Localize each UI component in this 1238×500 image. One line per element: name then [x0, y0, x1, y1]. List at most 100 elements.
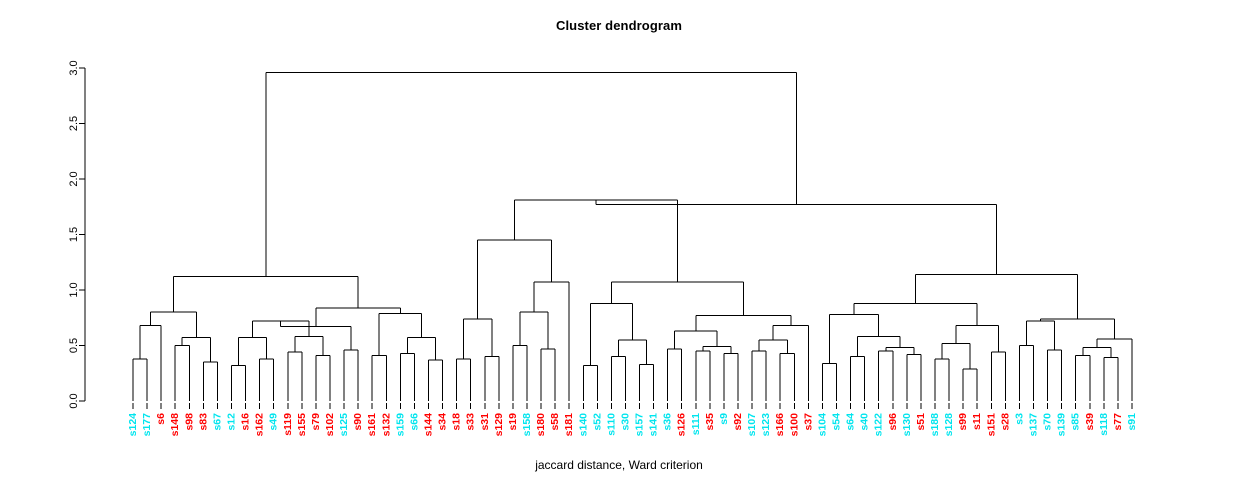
leaf-label: s188: [929, 413, 941, 437]
y-axis-tick-label: 0.0: [68, 393, 80, 408]
leaf-label: s18: [451, 413, 463, 431]
leaf-label: s3: [1013, 413, 1025, 425]
dendrogram-merge: [181, 337, 211, 363]
dendrogram-merge: [667, 348, 683, 401]
dendrogram-merge: [540, 348, 556, 401]
dendrogram-merge: [1075, 354, 1091, 401]
dendrogram-merge: [378, 312, 422, 356]
dendrogram-merge: [399, 352, 415, 401]
leaf-label: s177: [141, 413, 153, 437]
dendrogram-merge: [1047, 349, 1063, 401]
leaf-label: s151: [985, 413, 997, 437]
y-axis-tick-label: 2.5: [68, 116, 80, 131]
leaf-label: s66: [408, 413, 420, 431]
dendrogram-merge: [172, 276, 359, 313]
leaf-label: s83: [197, 413, 209, 431]
leaf-label: s54: [831, 413, 843, 431]
dendrogram-merge: [287, 351, 303, 401]
dendrogram-merge: [1082, 347, 1112, 358]
leaf-label: s77: [1112, 413, 1124, 431]
x-axis-caption: jaccard distance, Ward criterion: [535, 458, 703, 472]
leaf-label: s118: [1098, 413, 1110, 436]
leaf-label: s98: [183, 413, 195, 431]
dendrogram-merge: [617, 339, 648, 365]
y-axis-tick-label: 1.0: [68, 282, 80, 297]
leaf-label: s162: [254, 413, 266, 437]
leaf-label: s40: [859, 413, 871, 431]
leaf-label: s126: [676, 413, 688, 437]
dendrogram-merge: [315, 307, 401, 327]
leaf-label: s137: [1028, 413, 1040, 437]
leaf-label: s144: [422, 413, 434, 437]
leaf-label: s79: [310, 413, 322, 431]
dendrogram-merge: [238, 337, 268, 366]
dendrogram-merge: [723, 352, 739, 401]
y-axis-tick-label: 2.0: [68, 171, 80, 186]
leaf-label: s36: [662, 413, 674, 431]
dendrogram-merge: [779, 352, 795, 401]
leaf-label: s28: [999, 413, 1011, 431]
dendrogram-merge: [702, 346, 732, 354]
dendrogram-merge: [427, 359, 444, 401]
leaf-label: s161: [366, 413, 378, 437]
y-axis-tick-label: 0.5: [68, 338, 80, 353]
dendrogram-merge: [934, 358, 950, 401]
dendrogram-merge: [343, 349, 359, 401]
dendrogram-merge: [456, 358, 472, 401]
leaf-label: s99: [957, 413, 969, 431]
dendrogram-merge: [955, 325, 999, 353]
leaf-label: s155: [296, 413, 308, 437]
leaf-label: s107: [746, 413, 758, 437]
leaf-label: s33: [465, 413, 477, 431]
dendrogram-merge: [906, 353, 922, 401]
dendrogram-merge: [202, 361, 218, 401]
leaf-label: s67: [211, 413, 223, 431]
y-axis-tick-label: 3.0: [68, 60, 80, 75]
dendrogram-merge: [484, 356, 500, 401]
dendrogram-merge: [174, 345, 190, 401]
leaf-label: s180: [535, 413, 547, 437]
leaf-label: s64: [845, 413, 857, 431]
dendrogram-merge: [582, 364, 598, 401]
dendrogram-merge: [821, 362, 838, 401]
dendrogram-merge: [132, 358, 148, 401]
leaf-label: s102: [324, 413, 336, 437]
leaf-label: s37: [802, 413, 814, 431]
dendrogram-merge: [595, 200, 998, 275]
dendrogram-merge: [695, 350, 711, 401]
dendrogram-merge: [463, 318, 493, 359]
leaf-label: s158: [521, 413, 533, 437]
leaf-label: s104: [816, 413, 828, 437]
leaf-label: s39: [1084, 413, 1096, 431]
leaf-label: s12: [225, 413, 237, 431]
leaf-label: s9: [718, 413, 730, 425]
leaf-label: s119: [282, 413, 294, 436]
dendrogram-merge: [1103, 357, 1119, 401]
dendrogram-merge: [828, 313, 880, 364]
leaf-label: s139: [1056, 413, 1068, 437]
dendrogram-merge: [962, 368, 978, 401]
dendrogram-merge: [406, 337, 437, 360]
leaf-label: s110: [605, 413, 617, 436]
dendrogram-merge: [265, 71, 797, 277]
leaf-label: s123: [760, 413, 772, 437]
leaf-label: s92: [732, 413, 744, 431]
leaf-label: s100: [788, 413, 800, 437]
leaf-label: s30: [619, 413, 631, 431]
leaf-label: s34: [437, 413, 449, 431]
leaf-label: s132: [380, 413, 392, 437]
dendrogram-merge: [259, 358, 275, 401]
leaf-label: s111: [690, 413, 702, 435]
leaf-label: s128: [943, 413, 955, 437]
leaf-label: s91: [1126, 413, 1138, 431]
leaf-label: s51: [915, 413, 927, 431]
leaf-label: s52: [591, 413, 603, 431]
dendrogram-merge: [878, 350, 894, 401]
dendrogram-merge: [533, 281, 570, 401]
dendrogram-merge: [514, 199, 678, 283]
dendrogram-merge: [610, 281, 744, 316]
leaf-label: s122: [873, 413, 885, 437]
leaf-label: s90: [352, 413, 364, 431]
dendrogram-merge: [371, 354, 387, 401]
